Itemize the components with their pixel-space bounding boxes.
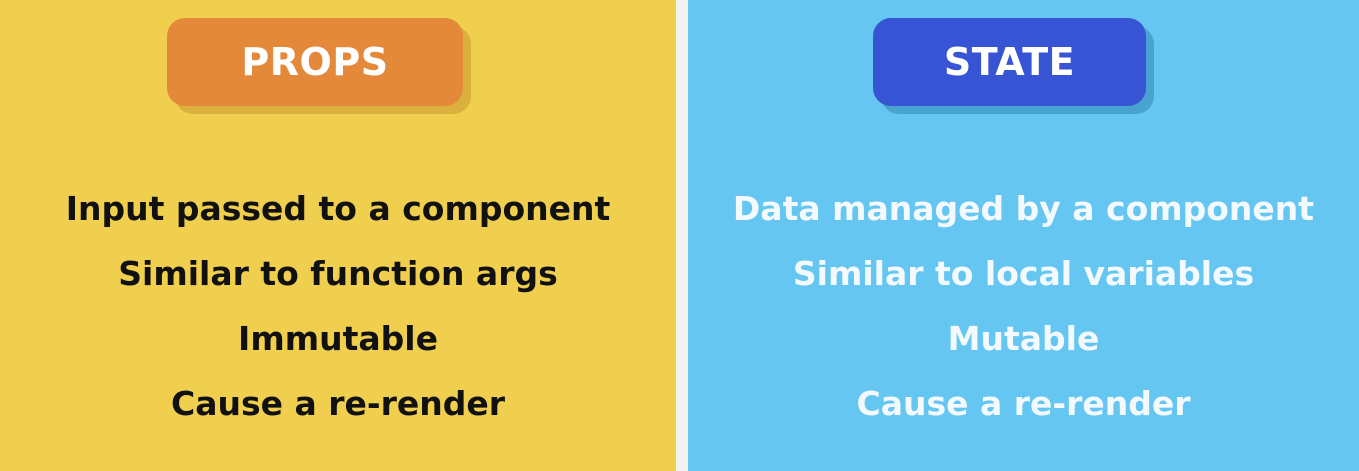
props-line-rerender: Cause a re-render (170, 384, 506, 423)
props-panel: PROPS Input passed to a component Simila… (0, 0, 676, 471)
state-line-data-managed: Data managed by a component (732, 189, 1315, 228)
props-line-function-args: Similar to function args (118, 254, 558, 293)
props-title-badge: PROPS (167, 18, 463, 106)
state-panel: STATE Data managed by a component Simila… (688, 0, 1359, 471)
state-line-mutable: Mutable (947, 319, 1100, 358)
props-line-immutable: Immutable (238, 319, 438, 358)
state-description-list: Data managed by a component Similar to l… (688, 180, 1359, 440)
state-line-local-variables: Similar to local variables (792, 254, 1255, 293)
panel-divider (676, 0, 688, 471)
state-title-badge: STATE (873, 18, 1146, 106)
props-line-input: Input passed to a component (65, 189, 611, 228)
props-description-list: Input passed to a component Similar to f… (0, 180, 676, 440)
state-line-rerender: Cause a re-render (856, 384, 1191, 423)
